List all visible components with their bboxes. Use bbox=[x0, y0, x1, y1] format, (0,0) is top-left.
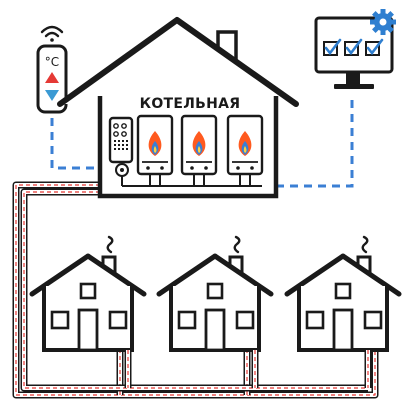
pipe-network bbox=[12, 181, 379, 399]
wifi-icon bbox=[40, 25, 64, 42]
smoke-icon bbox=[361, 235, 369, 254]
boiler-unit bbox=[136, 114, 174, 186]
smoke-icon bbox=[106, 235, 114, 254]
thermostat-unit: °C bbox=[45, 55, 59, 69]
boiler-unit bbox=[180, 114, 218, 186]
arrow-up-icon[interactable] bbox=[45, 72, 59, 83]
consumer-house bbox=[156, 235, 274, 352]
thermostat-remote[interactable]: °C bbox=[36, 25, 68, 114]
arrow-down-icon[interactable] bbox=[45, 90, 59, 101]
checkbox-icon bbox=[323, 38, 342, 56]
boiler-house-title: КОТЕЛЬНАЯ bbox=[140, 96, 241, 112]
monitor bbox=[314, 9, 396, 89]
boiler-house: КОТЕЛЬНАЯ bbox=[57, 17, 299, 199]
signal-line-thermostat bbox=[50, 118, 100, 170]
checkbox-icon bbox=[365, 38, 384, 56]
house-pipe-stubs bbox=[124, 350, 372, 388]
boiler-unit bbox=[226, 114, 264, 186]
control-panel bbox=[108, 116, 134, 186]
consumer-house bbox=[284, 235, 402, 352]
consumer-house bbox=[29, 235, 147, 352]
smoke-icon bbox=[233, 235, 241, 254]
checkbox-icon bbox=[344, 38, 363, 56]
signal-line-monitor bbox=[276, 100, 354, 188]
gear-icon[interactable] bbox=[370, 9, 396, 35]
signal-lines bbox=[50, 100, 354, 188]
checkbox-list bbox=[323, 38, 384, 56]
